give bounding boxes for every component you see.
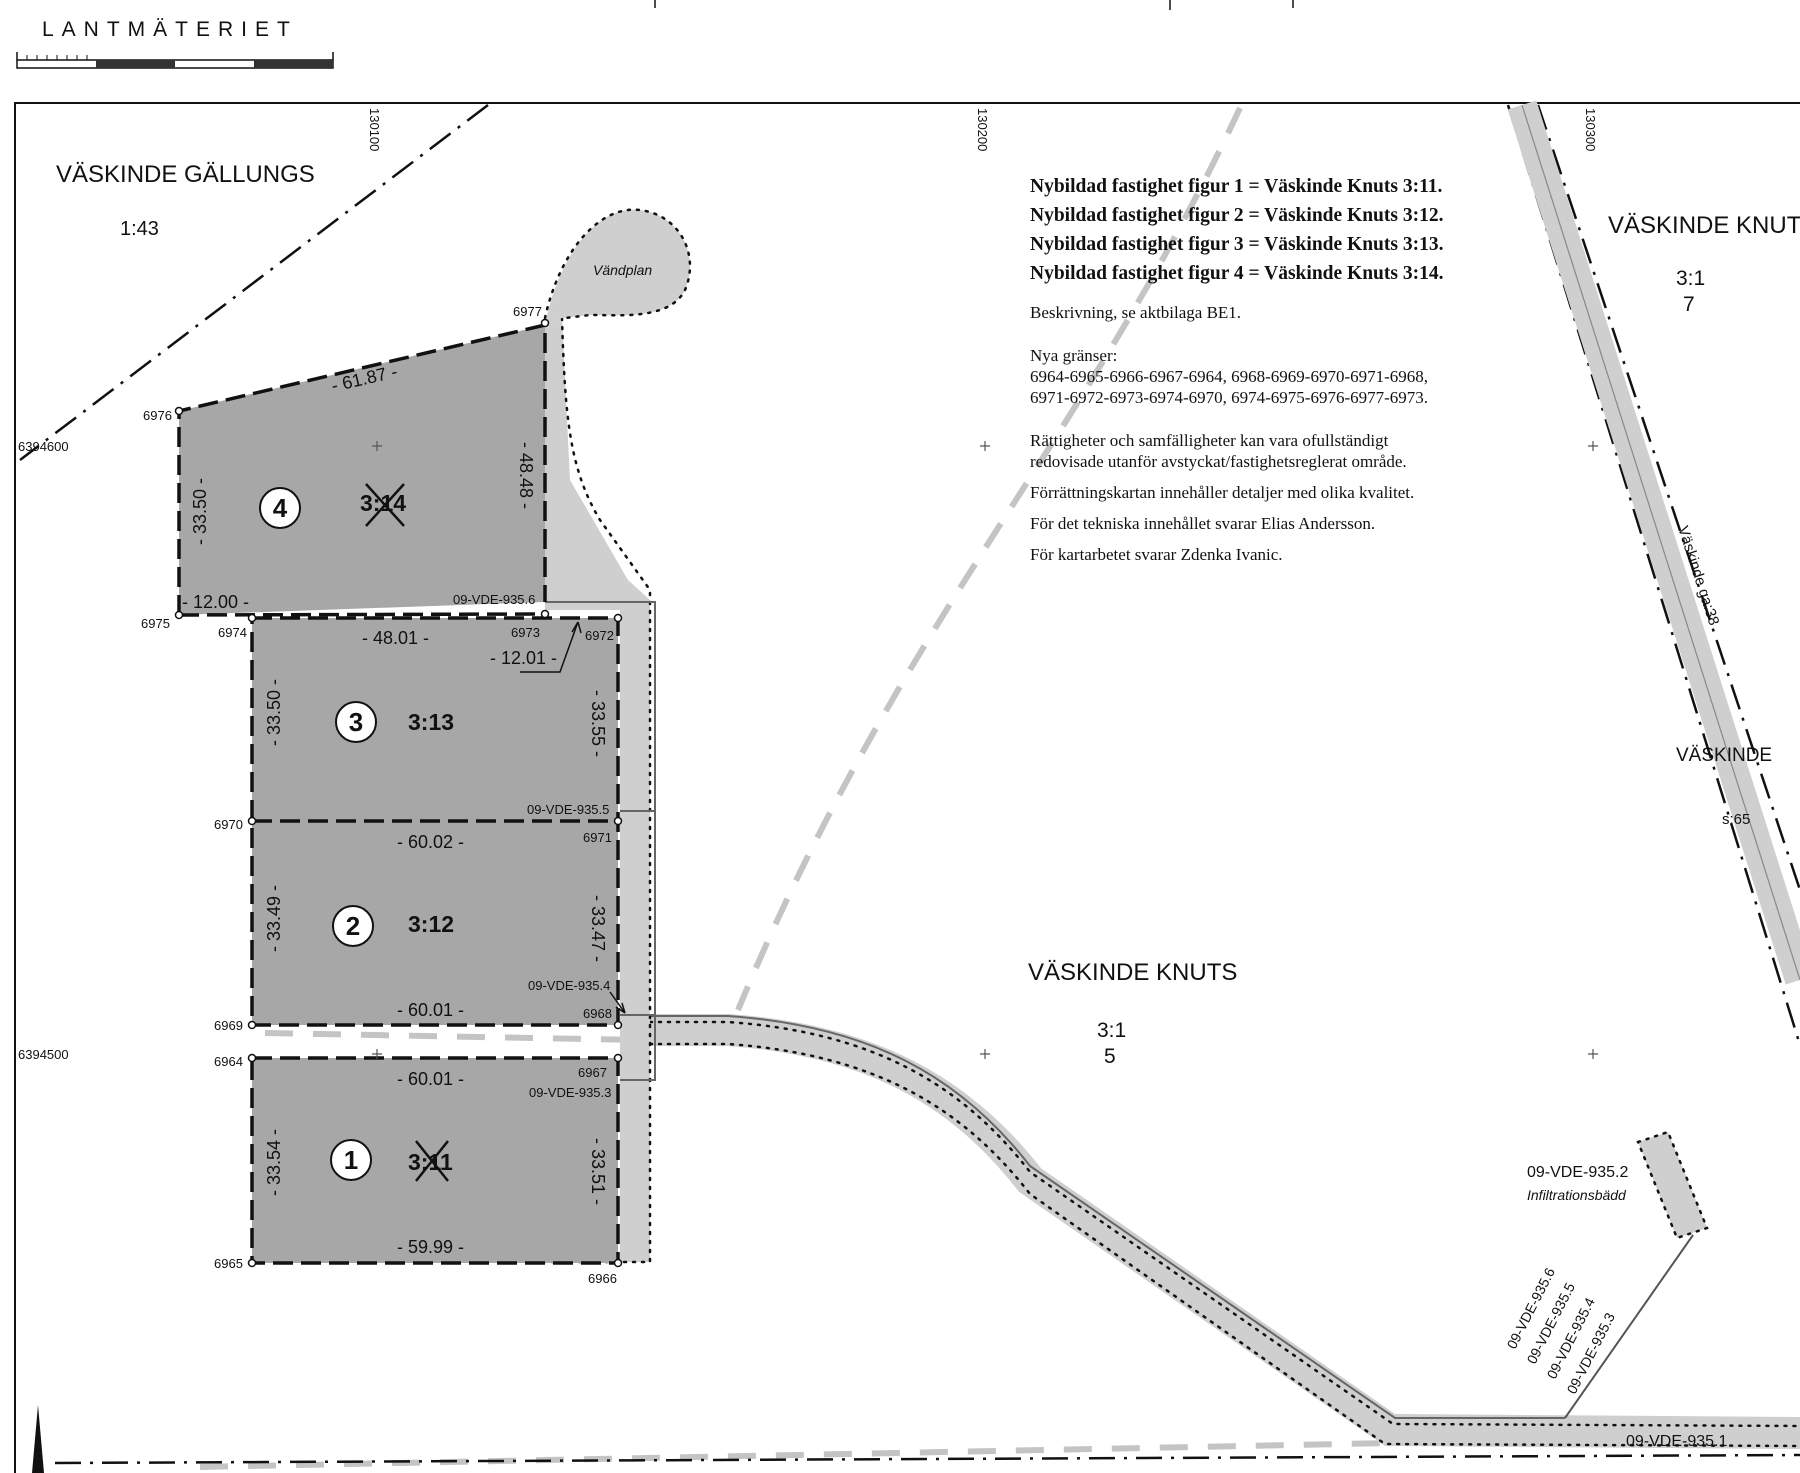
parcels [179,325,618,1263]
point-number: 6973 [511,625,540,640]
point-number: 6975 [141,616,170,631]
road-sign-label: s:65 [1722,811,1750,828]
point-number: 6977 [513,304,542,319]
grid-x-label: 130300 [1583,108,1598,151]
note-technical: För det tekniska innehållet svarar Elias… [1030,514,1376,533]
note-quality: Förrättningskartan innehåller detaljer m… [1030,483,1415,502]
area-number-knuts-center: 3:1 [1097,1019,1126,1042]
boundary-points [174,318,623,1268]
area-number-knuts-center: 5 [1104,1045,1116,1068]
pipe-label: 09-VDE-935.1 [1626,1433,1727,1450]
point-number: 6971 [583,830,612,845]
dimension-label: - 33.54 - [264,1129,284,1196]
infiltration-name-label: Infiltrationsbädd [1527,1187,1627,1203]
utility-lines [545,601,656,1081]
existing-boundaries [199,106,1541,1470]
grid-crosses [372,441,1598,1059]
map-frame [14,102,1800,1473]
area-name-knuts-ne: VÄSKINDE KNUTS [1608,212,1800,239]
dimension-label: - 48.01 - [362,628,429,648]
point-number: 6969 [214,1018,243,1033]
note-description: Beskrivning, se aktbilaga BE1. [1030,303,1242,322]
dimension-label: - 60.02 - [397,832,464,852]
point-number: 6976 [143,408,172,423]
note-new-boundaries: Nya gränser: 6964-6965-6966-6967-6964, 6… [1030,345,1500,408]
area-number-gallungs: 1:43 [120,218,159,240]
area-number-knuts-ne: 3:1 [1676,267,1705,290]
point-number: 6967 [578,1065,607,1080]
leader-arrows [520,621,626,1014]
point-number: 6965 [214,1256,243,1271]
note-new-boundaries-line: 6971-6972-6973-6974-6970, 6974-6975-6976… [1030,388,1429,407]
dimension-label: - 33.47 - [588,895,608,962]
note-cartography: För kartarbetet svarar Zdenka Ivanic. [1030,545,1283,564]
dimension-label: - 33.51 - [588,1138,608,1205]
figure-circles [259,487,377,1181]
dimension-label: - 33.55 - [588,690,608,757]
point-number: 6970 [214,817,243,832]
property-number: 3:11 [408,1149,453,1175]
dimension-label: - 60.01 - [397,1000,464,1020]
note-rights-line: redovisade utanför avstyckat/fastighetsr… [1030,452,1407,471]
pipe-label: 09-VDE-935.4 [528,978,610,993]
area-name-gallungs: VÄSKINDE GÄLLUNGS [56,161,315,188]
dimension-label: - 33.49 - [264,885,284,952]
note-figure-4: Nybildad fastighet figur 4 = Väskinde Kn… [1030,263,1444,284]
dimension-label: - 33.50 - [190,478,210,545]
cancelled-marks [365,483,449,1182]
dimension-label: - 60.01 - [397,1069,464,1089]
grid-y-label: 6394500 [18,1047,69,1062]
area-number-knuts-ne: 7 [1683,293,1695,316]
note-rights-line: Rättigheter och samfälligheter kan vara … [1030,431,1389,450]
access-road [640,1014,1800,1449]
grid-y-label: 6394600 [18,439,69,454]
area-name-vaskinde: VÄSKINDE [1676,745,1772,766]
property-number: 3:12 [408,911,454,937]
point-number: 6964 [214,1054,243,1069]
access-strip [545,318,650,1262]
grid-x-label: 130200 [975,108,990,151]
map-notes: Nybildad fastighet figur 1 = Väskinde Kn… [1030,172,1500,565]
point-number: 6974 [218,625,247,640]
dimension-label: - 12.01 - [490,648,557,668]
figure-number: 4 [273,493,288,523]
dimension-label: - 33.50 - [264,679,284,746]
note-rights: Rättigheter och samfälligheter kan vara … [1030,430,1500,472]
pipe-label: 09-VDE-935.3 [529,1085,611,1100]
turnaround [545,209,690,325]
property-number: 3:13 [408,709,454,735]
point-number: 6966 [588,1271,617,1286]
scale-bar [16,52,334,69]
lantmateriet-logo: LANTMÄTERIET [42,18,298,41]
figure-number: 1 [344,1145,358,1175]
area-name-knuts-center: VÄSKINDE KNUTS [1028,959,1237,986]
note-figure-3: Nybildad fastighet figur 3 = Väskinde Kn… [1030,234,1444,255]
pipe-label: 09-VDE-935.5 [527,802,609,817]
property-number: 3:14 [360,490,406,516]
note-new-boundaries-title: Nya gränser: [1030,346,1118,365]
north-arrow-icon [32,1405,44,1473]
dimension-label: - 48.48 - [516,442,536,509]
pipe-label: 09-VDE-935.6 [453,592,535,607]
point-number: 6972 [585,628,614,643]
dimension-label: - 59.99 - [397,1237,464,1257]
note-figure-1: Nybildad fastighet figur 1 = Väskinde Kn… [1030,176,1443,197]
grid-x-label: 130100 [367,108,382,151]
infiltration-id-label: 09-VDE-935.2 [1527,1164,1628,1181]
figure-number: 3 [349,707,363,737]
note-figure-2: Nybildad fastighet figur 2 = Väskinde Kn… [1030,205,1444,226]
figure-number: 2 [346,911,360,941]
point-number: 6968 [583,1006,612,1021]
infiltration-bed [1636,1130,1709,1240]
note-new-boundaries-line: 6964-6965-6966-6967-6964, 6968-6969-6970… [1030,367,1429,386]
turnaround-label: Vändplan [593,262,652,278]
dimension-label: - 12.00 - [182,592,249,612]
